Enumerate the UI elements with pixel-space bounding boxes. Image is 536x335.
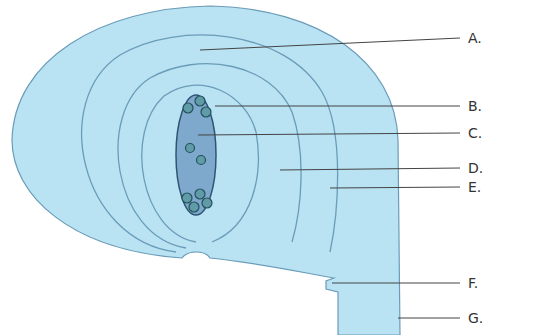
callout-letter: C.: [468, 125, 482, 141]
callout-letter: B.: [468, 98, 482, 114]
ovule-outline: [12, 6, 400, 335]
integument-line: [82, 35, 338, 252]
callout-letter: G.: [468, 310, 483, 326]
callout-letter: E.: [468, 179, 481, 195]
callout-letter: D.: [468, 160, 483, 176]
embryo-sac: [176, 95, 216, 215]
embryo-sac-cells: [182, 96, 212, 212]
leader-lines: [198, 38, 460, 318]
callout-letter: A.: [468, 30, 482, 46]
integument-line: [118, 64, 301, 248]
nucellus-line: [142, 85, 259, 242]
callout-letter: F.: [468, 275, 478, 291]
